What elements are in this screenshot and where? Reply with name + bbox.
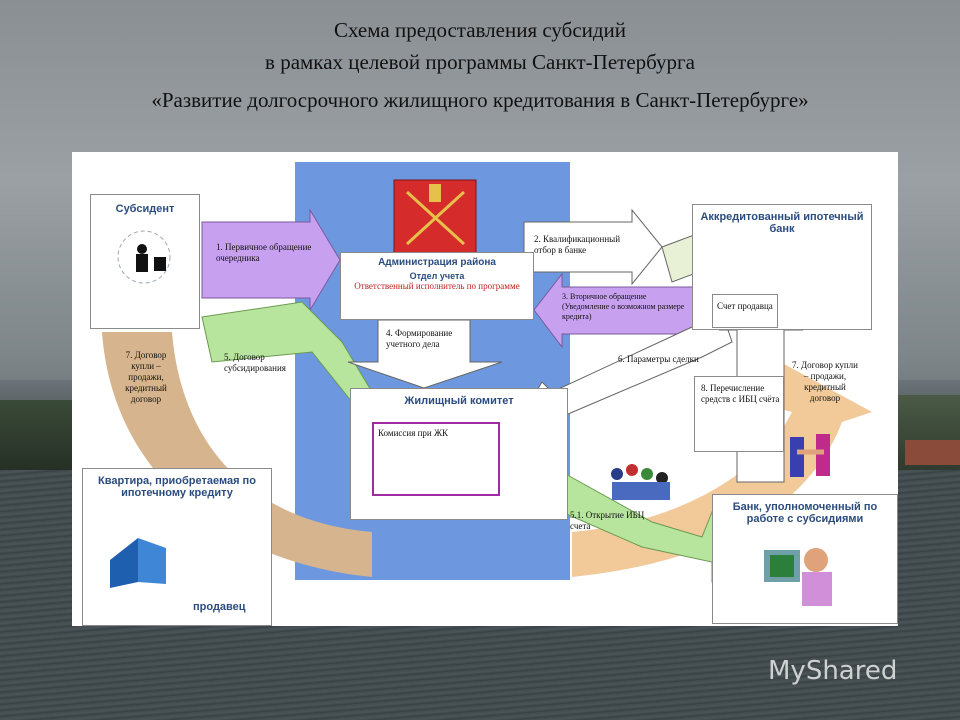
apartment-label: Квартира, приобретаемая по ипотечному кр… (98, 475, 256, 499)
step7-right-label: 7. Договор купли – продажи, кредитный до… (792, 360, 858, 403)
seller-account-box: Счет продавца (712, 294, 778, 328)
step4-label: 4. Формирование учетного дела (386, 328, 453, 349)
left-arc (102, 332, 372, 577)
watermark-logo: MyShared (768, 656, 898, 686)
step51-label: 5.1. Открытие ИБЦ счета (570, 510, 645, 531)
accredited-bank-label: Аккредитованный ипотечный банк (700, 211, 864, 235)
seller-label: продавец (193, 601, 246, 613)
background-roof (905, 440, 960, 465)
apartment-box: Квартира, приобретаемая по ипотечному кр… (82, 468, 272, 626)
district-admin-title: Администрация района (378, 257, 496, 268)
step5-label: 5. Договор субсидирования (224, 352, 286, 373)
title-line-1: Схема предоставления субсидий (333, 18, 627, 42)
housing-committee-label: Жилищный комитет (404, 395, 514, 407)
authorized-bank-clerk-icon (764, 548, 832, 606)
step8-label: 8. Перечисление средств с ИБЦ счёта (701, 383, 780, 404)
district-admin-subtitle: Отдел учета (409, 271, 465, 281)
step1-label: 1. Первичное обращение очередника (216, 242, 312, 263)
seller-account-label: Счет продавца (717, 301, 773, 311)
step6-label: 6. Параметры сделки (618, 354, 699, 364)
subsident-figure-icon (117, 230, 171, 284)
responsible-executor: Ответственный исполнитель по программе (354, 281, 520, 291)
handshake-icon (790, 434, 830, 477)
step3-label: 3. Вторичное обращение (Уведомление о во… (562, 292, 685, 321)
authorized-bank-label: Банк, уполномоченный по работе с субсиди… (732, 501, 878, 525)
arrow-step3 (533, 272, 698, 349)
subsident-label: Субсидент (115, 203, 175, 215)
background-shore-left (0, 400, 75, 470)
district-admin-box: Администрация района Отдел учета Ответст… (340, 252, 534, 320)
people-group-icon (611, 464, 670, 500)
arrow-step2 (523, 208, 663, 286)
title-line-3: «Развитие долгосрочного жилищного кредит… (151, 88, 809, 112)
subsidy-diagram: Субсидент 1. Первичное обращение очередн… (72, 152, 898, 626)
step8-box: 8. Перечисление средств с ИБЦ счёта (694, 376, 784, 452)
title-line-2: в рамках целевой программы Санкт-Петербу… (265, 50, 695, 74)
step7-left-label: 7. Договор купли – продажи, кредитный до… (125, 350, 167, 404)
arrow-step4 (347, 319, 503, 389)
building-image (110, 538, 166, 588)
arrow-step1 (201, 208, 341, 312)
commission-box: Комиссия при ЖК (372, 422, 500, 496)
step2-label: 2. Квалификационный отбор в банке (534, 234, 621, 255)
commission-label: Комиссия при ЖК (378, 428, 449, 438)
